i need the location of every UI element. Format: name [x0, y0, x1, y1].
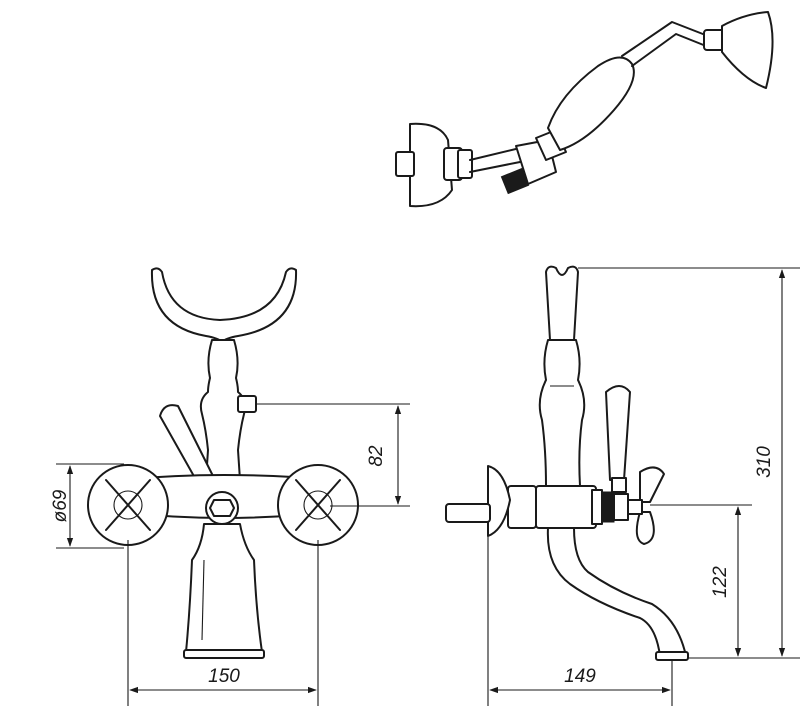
side-view: [445, 265, 689, 661]
front-view: [87, 267, 359, 659]
dim-flange-diameter: ø69: [50, 489, 71, 522]
dimension-labels: ø69 82 150 149 122 310: [50, 445, 775, 687]
dim-depth: 149: [564, 666, 596, 687]
dim-center-distance: 150: [208, 666, 240, 687]
dim-center-to-diverter: 82: [366, 445, 387, 467]
dim-spout-height: 122: [710, 566, 731, 598]
dimension-lines: [56, 267, 800, 706]
dim-total-height: 310: [754, 446, 775, 478]
hand-shower-view: [395, 11, 774, 208]
